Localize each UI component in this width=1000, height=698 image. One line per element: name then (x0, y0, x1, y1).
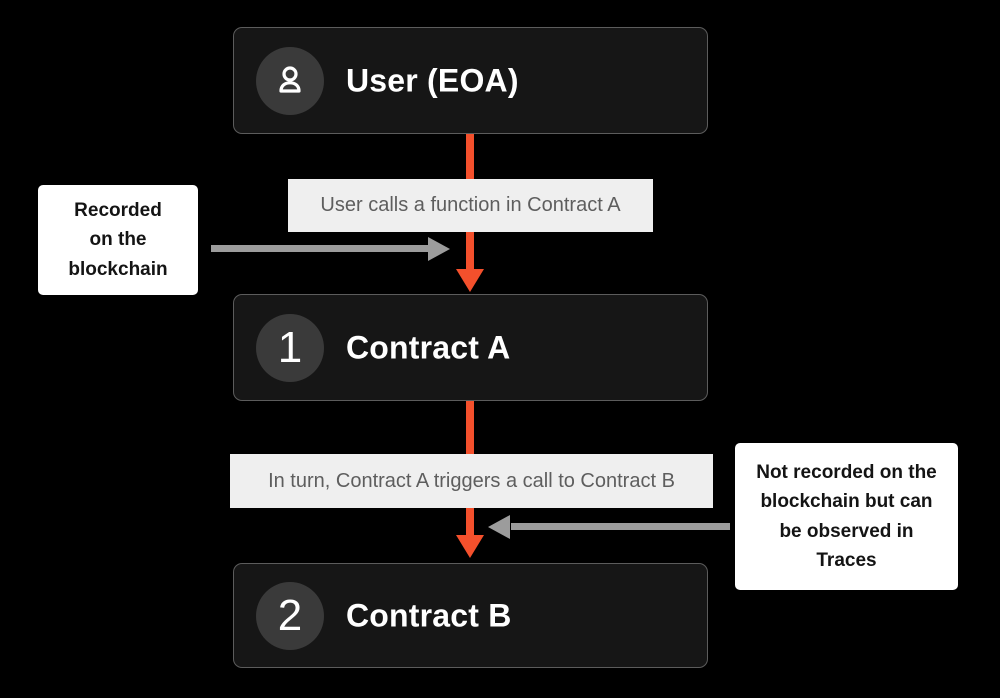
arrow-head-down-icon (456, 269, 484, 292)
node-title: Contract B (346, 597, 512, 633)
person-icon (279, 65, 301, 93)
node-user-eoa: User (EOA) (233, 27, 708, 134)
node-title: User (EOA) (346, 62, 519, 98)
note-observed-in-traces: Not recorded on the blockchain but can b… (730, 438, 963, 595)
note-pointer-line-right (511, 523, 730, 530)
edge-label-user-calls-contract-a: User calls a function in Contract A (288, 179, 653, 232)
note-pointer-line-left (211, 245, 430, 252)
step-2-badge: 2 (256, 581, 324, 650)
arrow-head-down-icon (456, 535, 484, 558)
node-title: Contract A (346, 329, 511, 365)
user-avatar-badge (256, 46, 324, 115)
note-text: Recorded on the blockchain (68, 199, 168, 280)
step-number: 1 (277, 322, 303, 372)
edge-label-contract-a-triggers-contract-b: In turn, Contract A triggers a call to C… (230, 454, 713, 508)
arrow-head-right-icon (428, 237, 450, 261)
node-contract-a: 1 Contract A (233, 294, 708, 401)
step-1-badge: 1 (256, 313, 324, 382)
note-text: Not recorded on the blockchain but can b… (756, 461, 937, 571)
node-contract-b: 2 Contract B (233, 563, 708, 668)
step-number: 2 (277, 590, 303, 640)
note-recorded-on-blockchain: Recorded on the blockchain (33, 180, 203, 300)
arrow-head-left-icon (488, 515, 510, 539)
